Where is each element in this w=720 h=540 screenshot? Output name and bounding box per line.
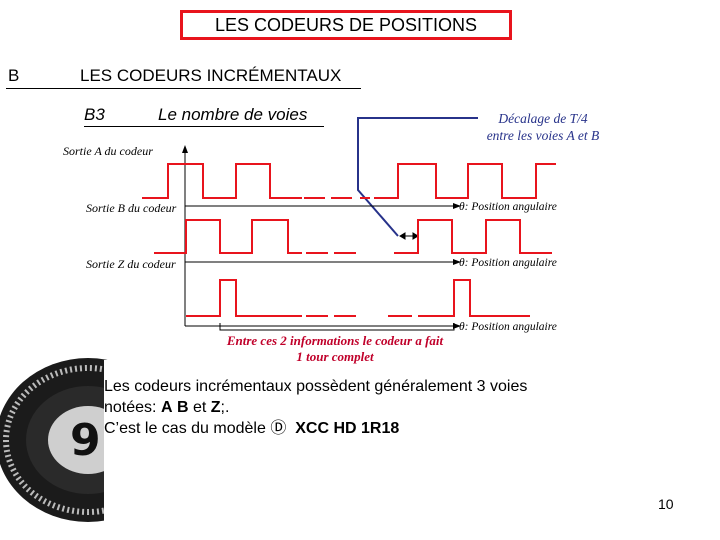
- axis-a-label: θ: Position angulaire: [459, 201, 557, 213]
- description-line2-prefix: notées:: [104, 399, 161, 416]
- voie-a: A: [161, 399, 173, 416]
- axis-a: [185, 203, 461, 209]
- axis-z-label: θ: Position angulaire: [459, 321, 557, 333]
- model-reference: XCC HD 1R18: [295, 420, 399, 437]
- signal-z-right: [418, 280, 530, 316]
- full-turn-note: Entre ces 2 informations le codeur a fai…: [210, 333, 460, 365]
- description-line1: Les codeurs incrémentaux possèdent génér…: [104, 376, 527, 397]
- full-turn-line2: 1 tour complet: [210, 349, 460, 365]
- description-line3: C’est le cas du modèle Ⓓ XCC HD 1R18: [104, 418, 527, 439]
- axis-b: [185, 259, 461, 265]
- phase-arrow: [400, 233, 418, 239]
- signal-b-left: [154, 220, 302, 253]
- signal-z-label: Sortie Z du codeur: [86, 257, 176, 272]
- signal-b-label: Sortie B du codeur: [86, 201, 176, 216]
- phase-shift-line1: Décalage de T/4: [468, 110, 618, 127]
- phase-shift-line2: entre les voies A et B: [468, 127, 618, 144]
- voie-z: Z: [211, 399, 221, 416]
- full-turn-line1: Entre ces 2 informations le codeur a fai…: [210, 333, 460, 349]
- signal-b-right: [412, 220, 552, 253]
- svg-text:9: 9: [70, 415, 101, 466]
- phase-shift-note: Décalage de T/4 entre les voies A et B: [468, 110, 618, 144]
- page-number: 10: [658, 496, 674, 512]
- axis-z: [185, 323, 461, 329]
- description-line2-mid: et: [189, 399, 211, 416]
- signal-a-label: Sortie A du codeur: [63, 144, 153, 159]
- voie-b: B: [177, 399, 189, 416]
- description-text: Les codeurs incrémentaux possèdent génér…: [104, 376, 527, 439]
- signal-a-left: [142, 164, 302, 198]
- description-line3-prefix: C’est le cas du modèle: [104, 420, 270, 437]
- description-line2-suffix: ;.: [221, 399, 230, 416]
- signal-z-left: [186, 280, 302, 316]
- description-line2: notées: A B et Z;.: [104, 397, 527, 418]
- signal-a-right: [374, 164, 556, 198]
- phase-pointer-line: [358, 118, 478, 236]
- axis-b-label: θ: Position angulaire: [459, 257, 557, 269]
- model-symbol-icon: Ⓓ: [270, 420, 286, 437]
